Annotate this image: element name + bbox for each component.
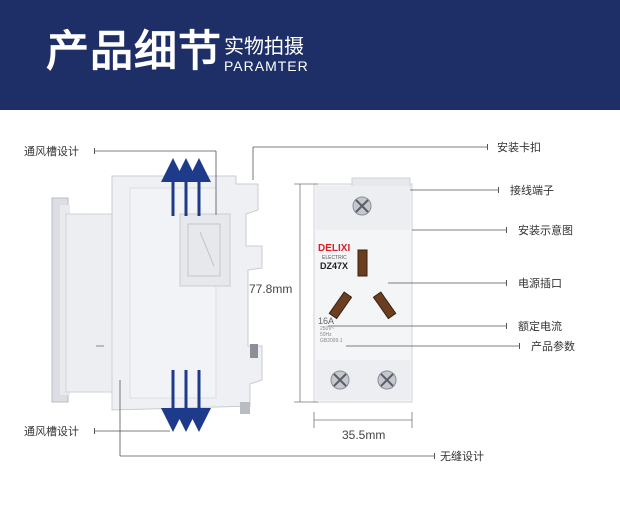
leader-lines [94, 146, 519, 457]
label-vent-top: 通风槽设计 [24, 145, 79, 158]
label-socket: 电源插口 [518, 277, 562, 290]
label-rated-current: 额定电流 [518, 320, 562, 333]
label-install-clip: 安装卡扣 [497, 141, 541, 154]
page-subtitle-cn: 实物拍摄 [224, 34, 304, 58]
device-freq: 50Hz [320, 332, 332, 338]
device-standard: GB2099.1 [320, 338, 343, 344]
dimension-lines [294, 183, 413, 428]
device-current: 16A [318, 316, 335, 326]
brand-sub: ELECTRIC [322, 255, 347, 261]
page-title: 产品细节 [46, 27, 222, 77]
header-banner: 产品细节 实物拍摄 PARAMTER [0, 0, 620, 110]
device-voltage: 250V~ [320, 326, 335, 332]
front-view-device [313, 177, 413, 403]
vent-arrows-bottom [161, 370, 211, 432]
label-vent-bottom: 通风槽设计 [24, 425, 79, 438]
dimension-width: 35.5mm [342, 428, 386, 442]
leader-ticks [94, 144, 520, 459]
label-seamless: 无缝设计 [440, 450, 484, 463]
label-install-diagram: 安装示意图 [518, 224, 573, 237]
vent-arrows-top [161, 158, 211, 216]
page-subtitle-en: PARAMTER [224, 58, 309, 74]
model-number: DZ47X [320, 261, 349, 271]
brand-logo: DELIXI [318, 243, 351, 254]
label-terminal: 接线端子 [510, 184, 554, 197]
dimension-height: 77.8mm [249, 282, 293, 296]
side-view-device [51, 175, 263, 414]
label-params: 产品参数 [531, 340, 575, 353]
